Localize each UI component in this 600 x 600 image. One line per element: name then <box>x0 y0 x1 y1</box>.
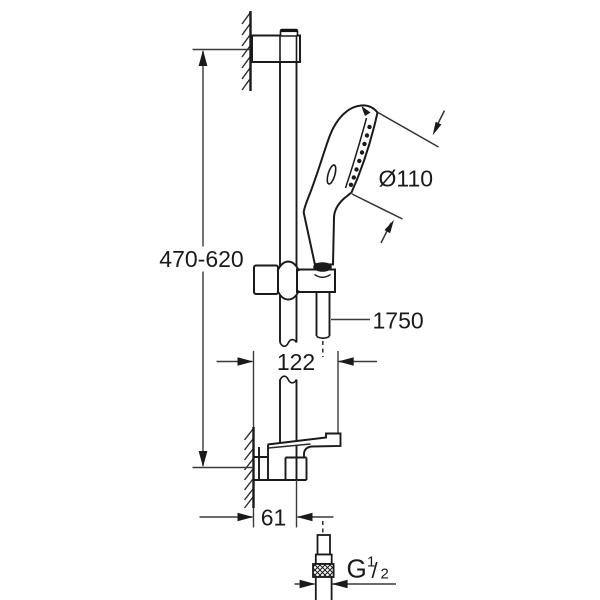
dim-projection-lines <box>216 351 377 433</box>
dimension-head-diameter: Ø110 <box>351 110 446 244</box>
fitting-knurled-nut <box>312 563 335 578</box>
dimension-hose-length: 1750 <box>331 308 424 334</box>
hose-lines <box>315 292 331 336</box>
holder-lock-knob <box>253 264 279 295</box>
thread-label-slash: / <box>372 558 379 583</box>
dim-thread-arrowheads <box>299 579 348 589</box>
dimension-wall-offset: 61 <box>199 480 334 531</box>
bottom-wall-hatch-lines <box>243 428 254 509</box>
dim-projection-label: 122 <box>277 349 315 375</box>
holder-bottom-bridge-edge <box>276 290 300 301</box>
shower-rail <box>279 62 298 480</box>
wall-hatch-lines <box>241 12 251 91</box>
hose-end-cap <box>315 335 331 339</box>
dim-diameter-label: Ø110 <box>379 166 434 192</box>
fitting-collar <box>314 553 333 565</box>
thread-fitting <box>312 521 335 600</box>
holder-seat-arc <box>314 273 331 278</box>
bracket-shelf-outline <box>267 432 342 458</box>
rail-break-lines <box>279 338 298 384</box>
dim-wall-offset-lines <box>199 480 334 528</box>
hand-shower-outline <box>302 104 379 266</box>
thread-label-denominator: 2 <box>381 566 389 583</box>
spray-mode-button <box>326 164 337 185</box>
bracket-shelf-thickness <box>268 443 311 449</box>
rail-lines <box>279 62 298 480</box>
head-tip-shade <box>361 106 371 116</box>
thread-label-letter: G <box>347 554 367 584</box>
dim-wall-offset-label: 61 <box>261 505 287 531</box>
top-wall-mount <box>241 11 301 91</box>
dim-wall-offset-arrowheads <box>237 512 313 522</box>
slider-holder <box>253 260 336 301</box>
bottom-glide-bracket <box>254 432 342 481</box>
dim-height-lines <box>192 48 253 469</box>
spray-nozzles <box>348 124 372 187</box>
dim-diameter-lines <box>351 110 446 244</box>
handle-cone-seat <box>313 262 332 272</box>
wall-bracket-inner-lines <box>279 35 298 62</box>
fitting-nipple <box>316 534 331 556</box>
fitting-tube-lines <box>314 577 333 600</box>
dimension-projection: 122 <box>216 349 377 433</box>
dim-hose-length-label: 1750 <box>373 308 424 334</box>
holder-top-bridge-edge <box>276 260 300 272</box>
bottom-wall <box>243 427 255 509</box>
dim-height-label: 470-620 <box>159 246 243 272</box>
shower-hose <box>315 292 331 357</box>
spray-face-rim <box>344 117 368 189</box>
dimension-height-range: 470-620 <box>159 48 253 469</box>
holder-body <box>296 268 336 293</box>
dimension-thread: G 1 / 2 <box>294 554 396 589</box>
wall-bracket <box>251 34 301 63</box>
thread-label-numerator: 1 <box>367 554 375 571</box>
hand-shower <box>302 104 379 266</box>
bracket-body-lines <box>254 445 308 481</box>
